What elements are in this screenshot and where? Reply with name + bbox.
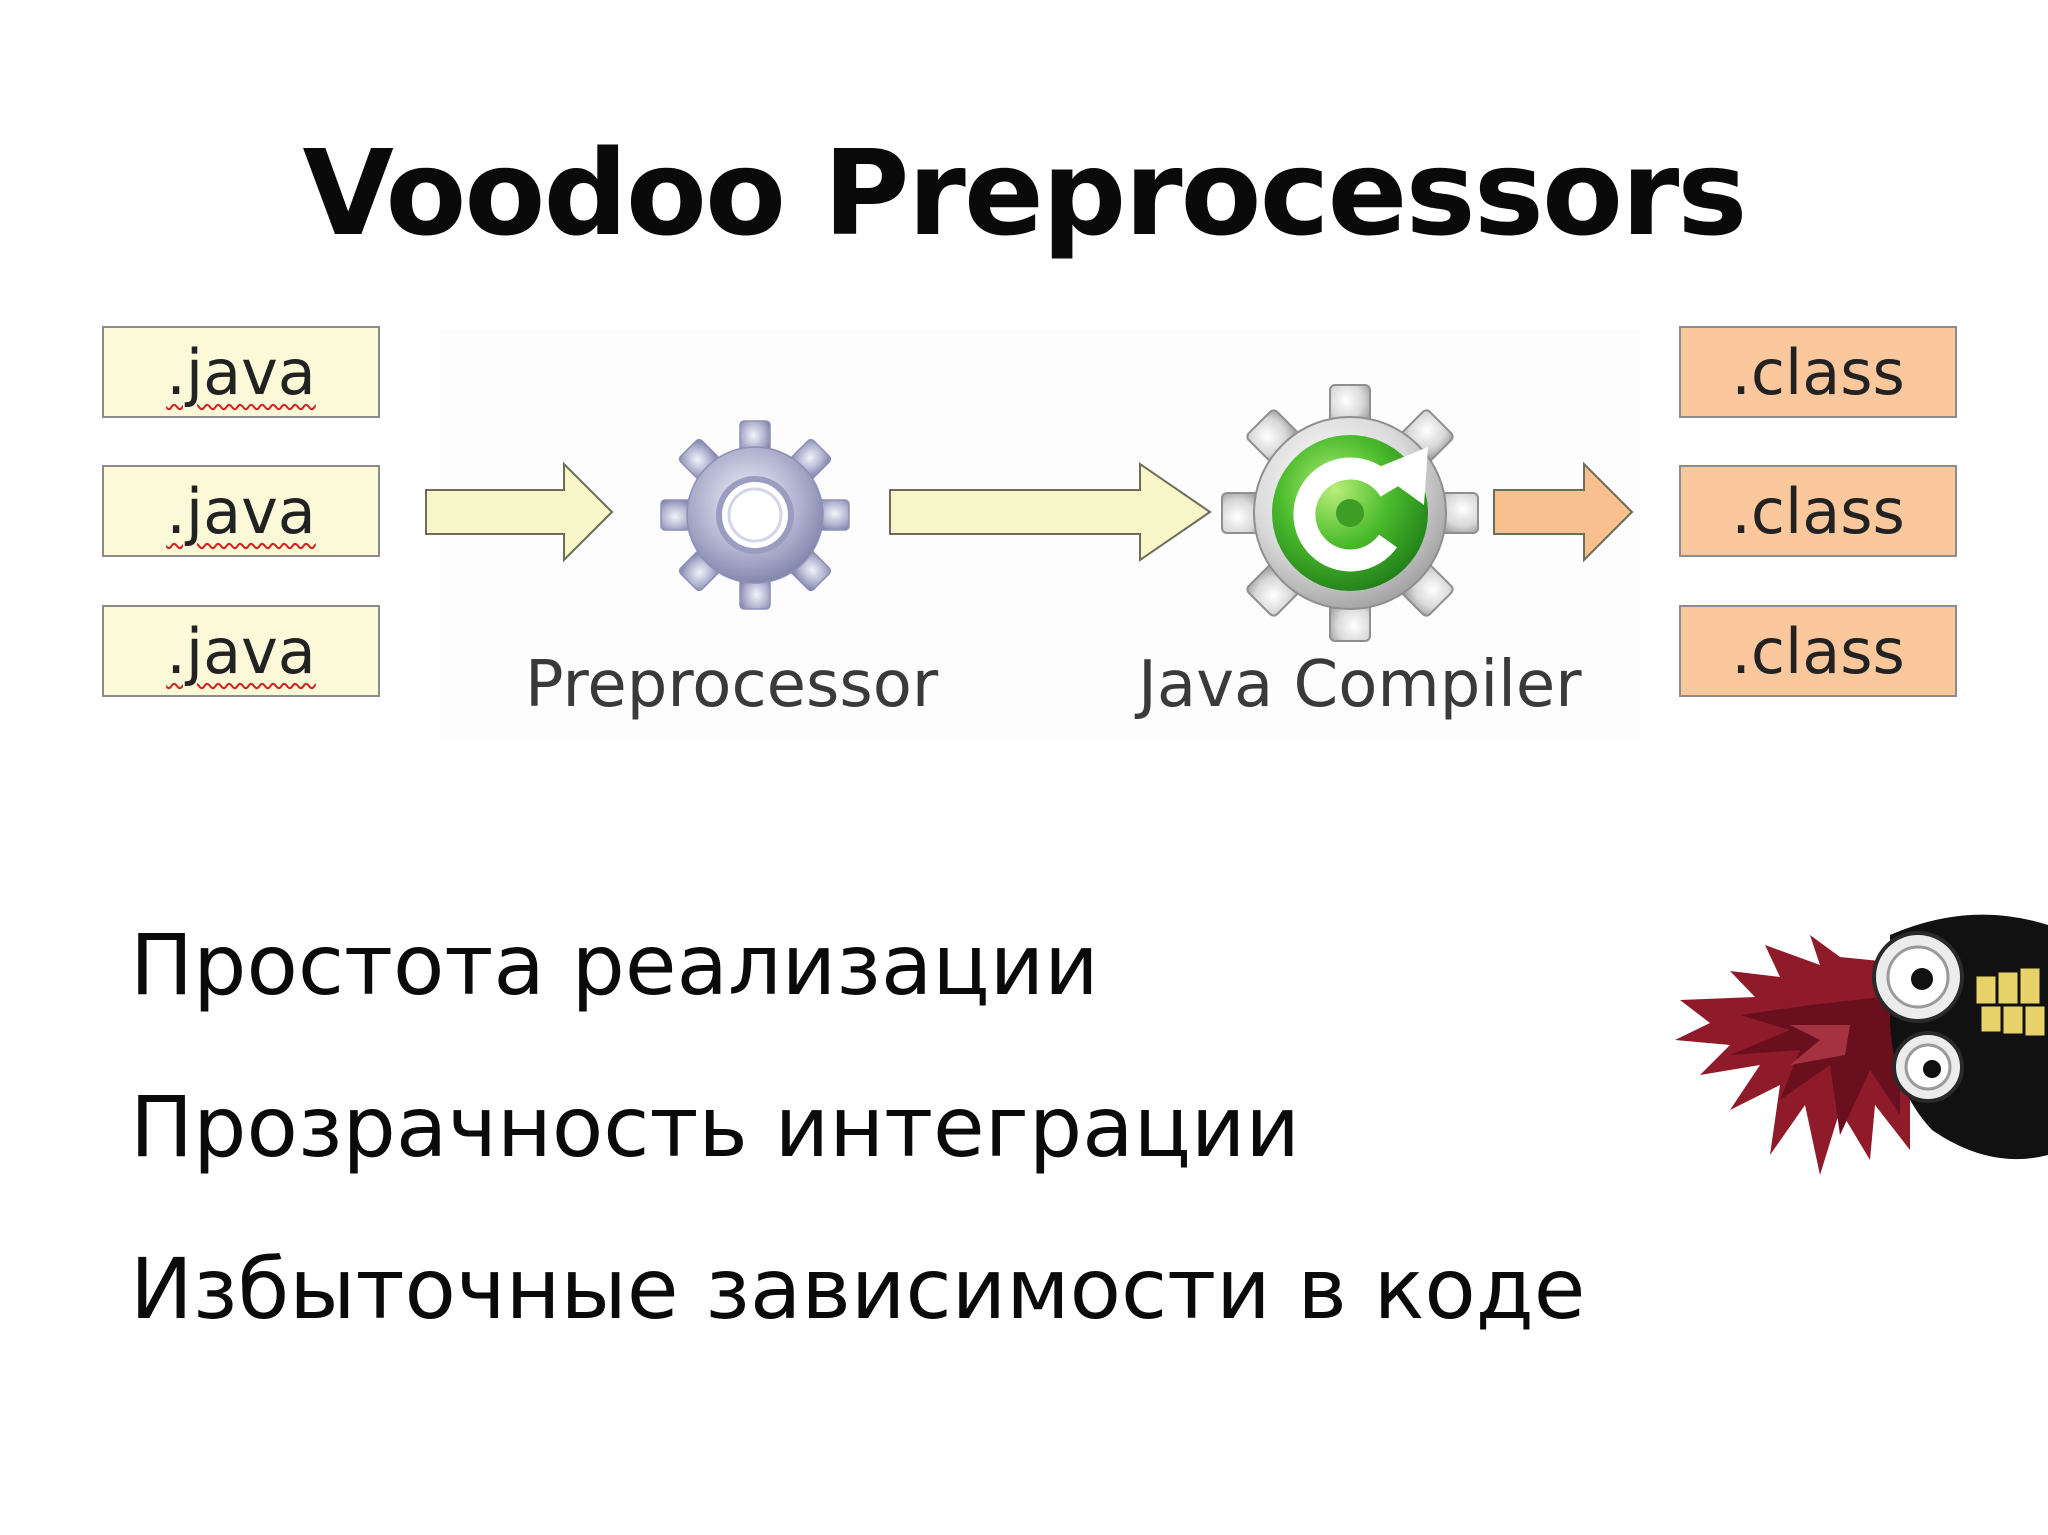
output-file-box: .class [1679, 326, 1957, 418]
gear-icon [660, 420, 850, 610]
source-file-label: .java [166, 335, 316, 409]
bullet-item: Прозрачность интеграции [130, 1078, 1301, 1176]
output-file-box: .class [1679, 605, 1957, 697]
output-file-label: .class [1731, 474, 1905, 548]
output-file-label: .class [1731, 614, 1905, 688]
compiler-label: Java Compiler [1138, 648, 1582, 722]
source-file-label: .java [166, 474, 316, 548]
source-file-box: .java [102, 465, 380, 557]
output-file-label: .class [1731, 335, 1905, 409]
bullet-item: Простота реализации [130, 916, 1099, 1014]
source-file-label: .java [166, 614, 316, 688]
source-file-box: .java [102, 326, 380, 418]
arrow-to-compiler [889, 462, 1212, 562]
bullet-item: Избыточные зависимости в коде [130, 1240, 1586, 1338]
arrow-to-preprocessor [425, 461, 614, 563]
compile-gear-icon [1221, 384, 1479, 642]
arrow-to-classes [1493, 461, 1634, 563]
voodoo-mascot-icon [1675, 914, 2048, 1175]
slide-title: Voodoo Preprocessors [302, 124, 1747, 262]
bullet-list: Простота реализации Прозрачность интегра… [130, 900, 1585, 1386]
preprocessor-label: Preprocessor [525, 648, 939, 722]
output-file-box: .class [1679, 465, 1957, 557]
source-file-box: .java [102, 605, 380, 697]
